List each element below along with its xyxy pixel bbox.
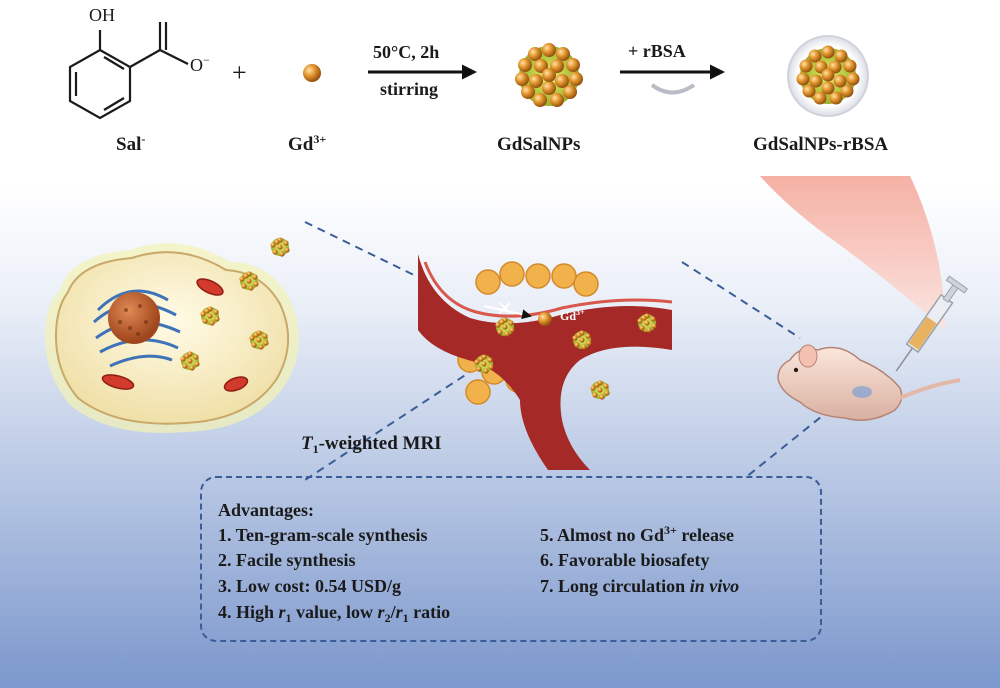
rbsa-arc-icon (650, 83, 696, 95)
gd-text: Gd (288, 134, 314, 155)
gdsalnps-label: GdSalNPs (497, 134, 581, 155)
adv4-r: r (278, 602, 286, 622)
adv4-part-a: 4. High (218, 602, 279, 622)
adv4-sub3: 1 (402, 611, 409, 625)
gd-charge: 3+ (313, 132, 327, 146)
gdsalnps-rbsa-particle (787, 35, 869, 117)
adv4-part-c: ratio (408, 602, 451, 622)
adv4-sub2: 2 (384, 611, 391, 625)
vessel-illustration (418, 254, 673, 470)
adv5-part-b: release (676, 525, 735, 545)
mri-t: T (301, 433, 313, 454)
adv4-r2: r (377, 602, 385, 622)
vessel-gd-label: Gd3+ (560, 308, 585, 324)
mri-text: -weighted MRI (318, 433, 442, 454)
o-label: O (190, 55, 203, 75)
gd-ion (303, 64, 321, 82)
gdsalnps-rbsa-label: GdSalNPs-rBSA (753, 134, 889, 155)
adv5-sup: 3+ (664, 523, 677, 537)
advantage-5: 5. Almost no Gd3+ release (540, 523, 735, 546)
salicylate-structure (68, 22, 189, 120)
mri-subscript: 1 (312, 442, 319, 456)
adv4-sub1: 1 (285, 611, 292, 625)
syringe-illustration (895, 275, 968, 372)
advantage-3: 3. Low cost: 0.54 USD/g (218, 576, 401, 596)
rbsa-condition: + rBSA (628, 41, 686, 61)
plus-sign: + (232, 58, 247, 87)
adv4-r3: r (395, 602, 403, 622)
advantage-4: 4. High r1 value, low r2/r1 ratio (218, 602, 451, 625)
vessel-gd-charge: 3+ (576, 308, 585, 317)
adv5-part-a: 5. Almost no Gd (540, 525, 665, 545)
adv7-part-a: 7. Long circulation (540, 576, 690, 596)
mri-label: T1-weighted MRI (301, 433, 442, 456)
sal-text: Sal (116, 134, 142, 155)
mouse-illustration (777, 344, 961, 421)
advantages-heading: Advantages: (218, 500, 315, 520)
advantage-1: 1. Ten-gram-scale synthesis (218, 525, 428, 545)
nucleus (108, 292, 160, 344)
gdsalnps-particle (515, 43, 583, 107)
adv7-part-b: in vivo (689, 576, 740, 596)
sal-label: Sal- (116, 132, 146, 156)
adv4-part-b: value, low (291, 602, 378, 622)
sal-charge: - (141, 132, 146, 146)
gd-label: Gd3+ (288, 132, 327, 156)
advantages-box (200, 476, 822, 642)
mitochondria (101, 278, 249, 392)
advantage-7: 7. Long circulation in vivo (540, 576, 739, 597)
adv4-slash: / (390, 602, 396, 622)
oh-label: OH (89, 5, 115, 25)
cell-illustration (45, 237, 299, 433)
reaction-condition-bottom: stirring (380, 79, 438, 99)
advantage-6: 6. Favorable biosafety (540, 550, 710, 570)
o-charge: − (203, 53, 210, 67)
vessel-gd-text: Gd (560, 309, 577, 323)
reaction-condition-top: 50°C, 2h (373, 42, 440, 62)
advantage-2: 2. Facile synthesis (218, 550, 356, 570)
carboxylate-o-label: O− (190, 53, 210, 76)
injection-beam (760, 176, 945, 330)
